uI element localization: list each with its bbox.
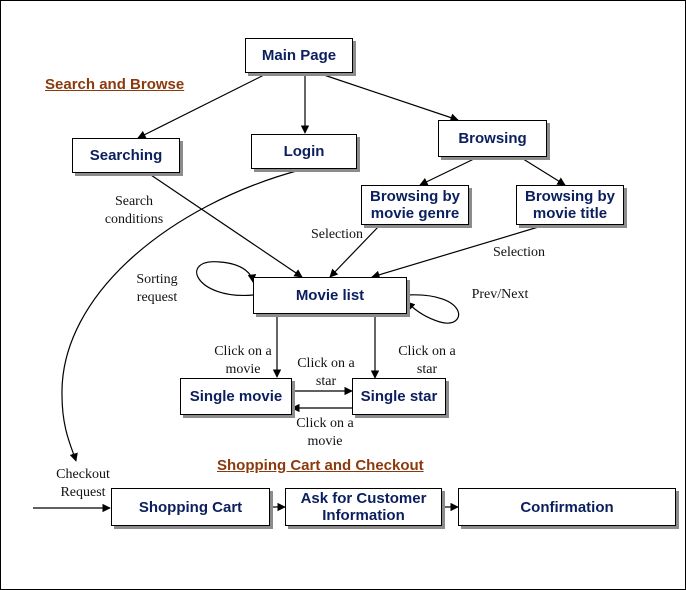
section-title-search-browse: Search and Browse xyxy=(45,76,185,93)
label-click-star-middle: Click on a star xyxy=(297,356,355,389)
edge-main-to-searching xyxy=(137,72,269,139)
edge-login-to-cart xyxy=(61,169,301,462)
label-click-movie-bottom: Click on a movie xyxy=(296,416,354,449)
label-click-movie-left: Click on a movie xyxy=(214,344,272,377)
node-browsing-by-genre: Browsing by movie genre xyxy=(361,185,469,225)
edge-main-to-browsing xyxy=(317,72,459,122)
label-click-star-right: Click on a star xyxy=(398,344,456,377)
node-ask-customer-info: Ask for Customer Information xyxy=(285,488,442,526)
edge-movielist-prevnext-loop xyxy=(406,294,460,324)
label-sorting-request: Sorting request xyxy=(136,272,178,305)
node-shopping-cart: Shopping Cart xyxy=(111,488,270,526)
node-single-movie: Single movie xyxy=(180,378,292,415)
edge-genre-to-movielist xyxy=(329,224,381,278)
edge-browsing-to-genre xyxy=(419,156,479,186)
node-confirmation: Confirmation xyxy=(458,488,676,526)
node-login: Login xyxy=(251,134,357,169)
section-title-cart-checkout: Shopping Cart and Checkout xyxy=(217,457,424,474)
edge-searching-to-movielist xyxy=(147,172,303,278)
node-searching: Searching xyxy=(72,138,180,173)
edge-title-to-movielist xyxy=(371,224,546,279)
edge-browsing-to-title xyxy=(519,156,566,186)
label-selection-genre: Selection xyxy=(310,227,364,242)
label-search-conditions: Search conditions xyxy=(104,194,164,227)
node-main-page: Main Page xyxy=(245,38,353,73)
node-single-star: Single star xyxy=(352,378,446,415)
node-movie-list: Movie list xyxy=(253,277,407,314)
edge-movielist-sort-loop xyxy=(196,261,257,296)
node-browsing-by-title: Browsing by movie title xyxy=(516,185,624,225)
node-browsing: Browsing xyxy=(438,120,547,157)
label-selection-title: Selection xyxy=(492,245,546,260)
label-checkout-request: Checkout Request xyxy=(56,467,110,500)
label-prev-next: Prev/Next xyxy=(471,287,529,302)
